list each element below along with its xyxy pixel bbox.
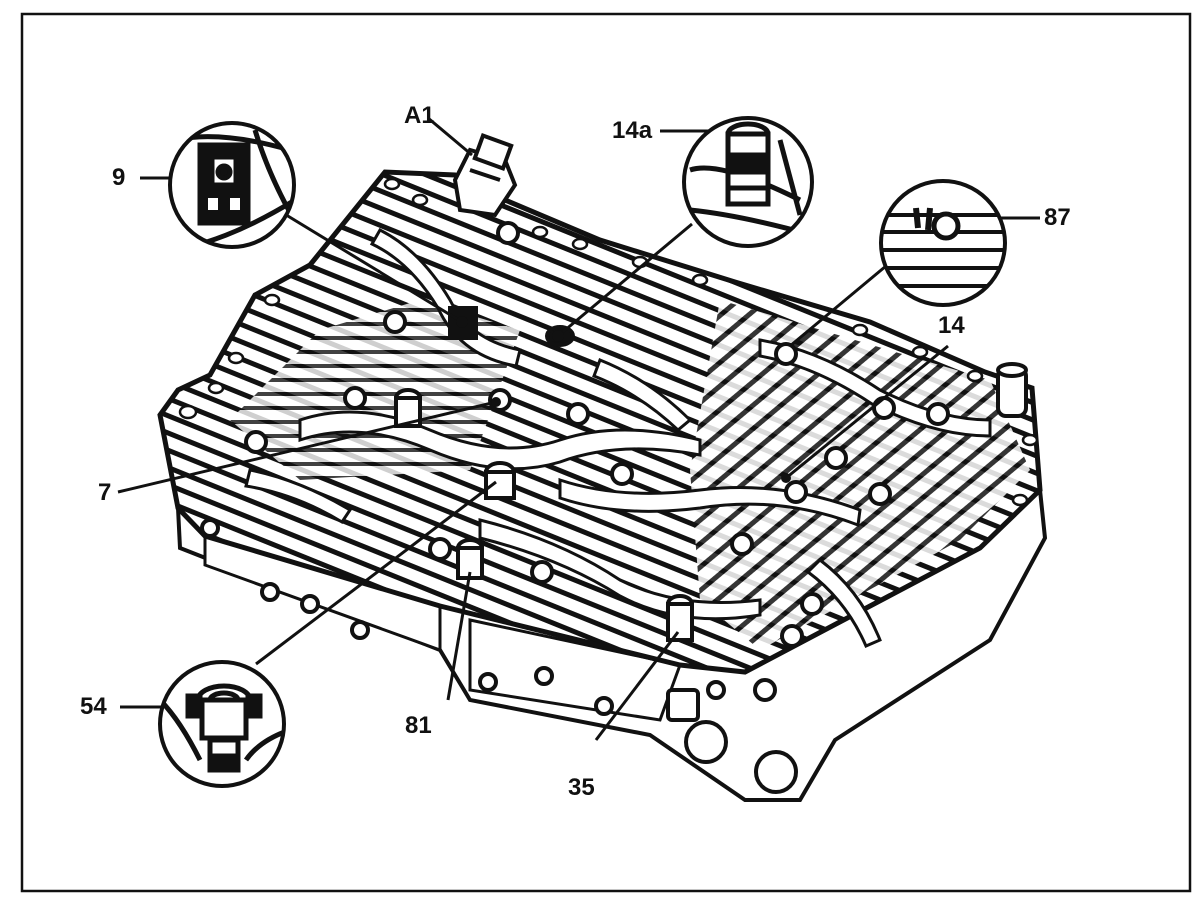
callout-35: 35 (568, 774, 595, 801)
channel-region-right (690, 300, 1030, 650)
figure-frame (20, 12, 1192, 893)
callout-7: 7 (98, 479, 112, 506)
detail-circle-14a (682, 116, 814, 248)
rim-holes (178, 177, 1039, 507)
detail-circle-9 (168, 121, 296, 249)
callout-87: 87 (1044, 204, 1071, 231)
callout-81: 81 (405, 712, 432, 739)
detail-circle-87 (879, 179, 1007, 307)
callout-9: 9 (112, 164, 126, 191)
valve-bores (394, 306, 694, 642)
callout-14a: 14a (612, 117, 653, 144)
lower-ports (666, 688, 798, 794)
end-plug (996, 362, 1028, 418)
solenoid-a1 (452, 133, 518, 218)
callout-54: 54 (80, 693, 107, 720)
leader-dots (456, 316, 791, 483)
callout-a1: A1 (404, 102, 435, 129)
detail-circle-54 (158, 660, 286, 788)
leader-lines (117, 116, 1040, 741)
callout-14: 14 (938, 312, 965, 339)
